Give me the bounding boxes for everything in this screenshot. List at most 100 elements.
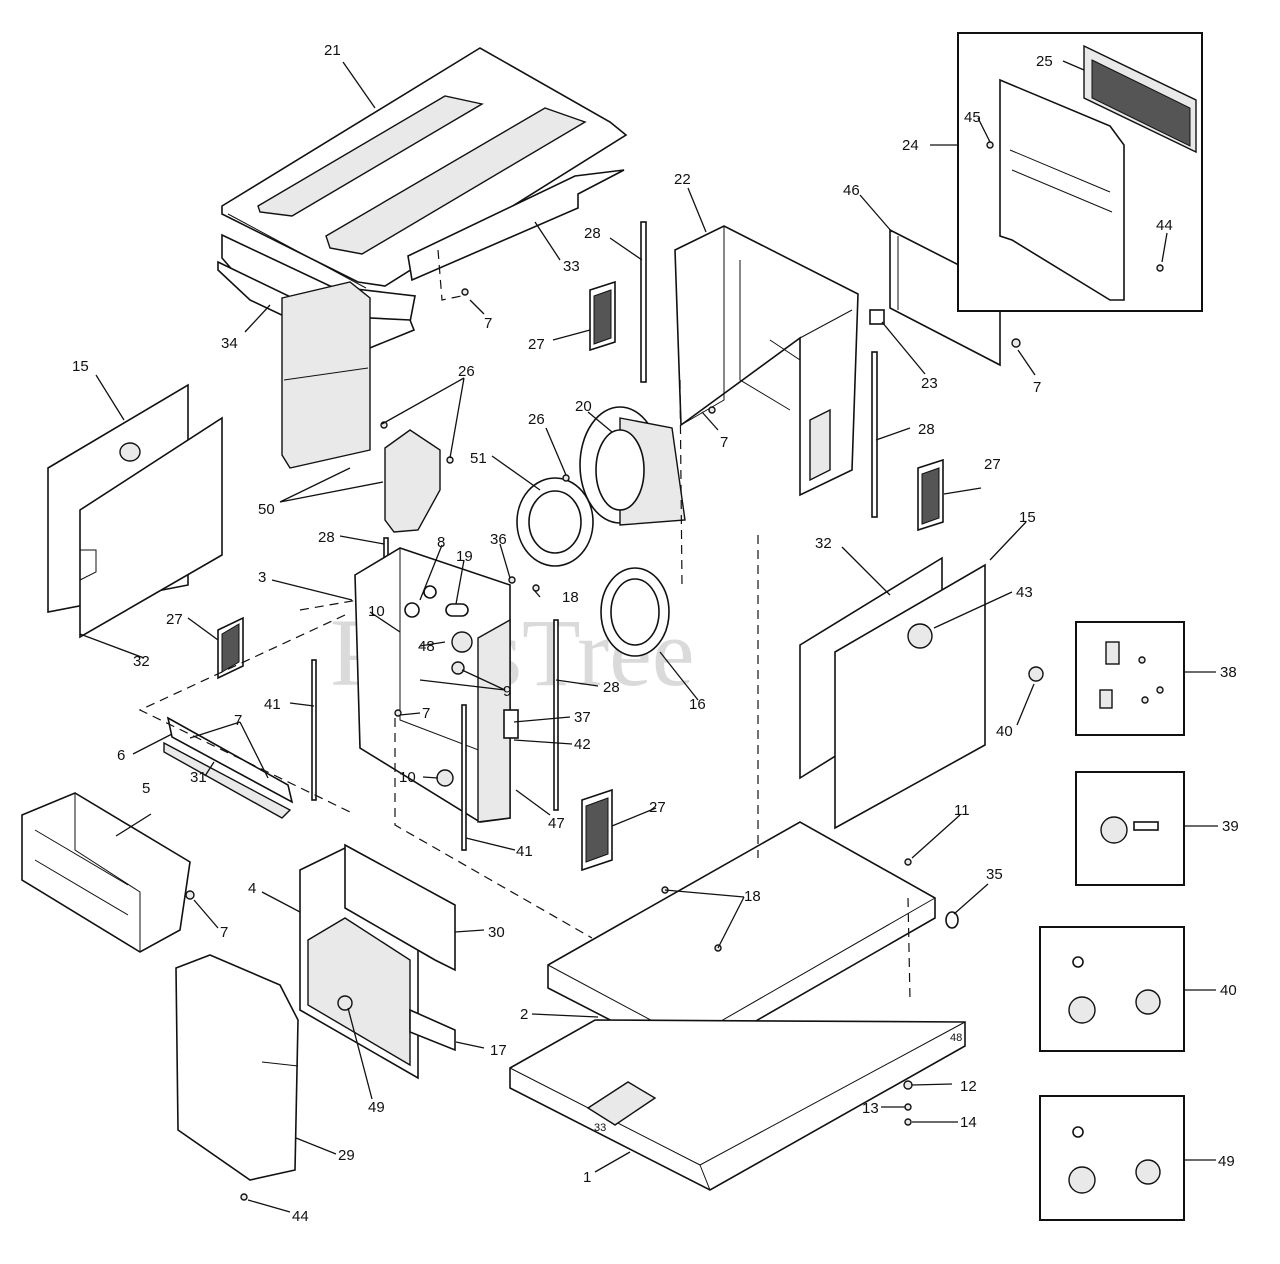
callout-23: 23 [921,375,938,392]
part-bracket-6 [163,716,294,819]
callout-49: 49 [1218,1153,1235,1170]
callout-41: 41 [264,696,281,713]
callout-38: 38 [1220,664,1237,681]
callout-34: 34 [221,335,238,352]
callout-labels: 21 34 33 7 22 28 27 46 23 7 24 25 45 44 … [72,42,1239,1225]
part-battery-box-5 [21,792,191,953]
callout-26: 26 [458,363,475,380]
callout-14: 14 [960,1114,977,1131]
callout-46: 46 [843,182,860,199]
callout-27: 27 [984,456,1001,473]
callout-41: 41 [516,843,533,860]
part-roof-21 [221,47,628,289]
callout-13: 13 [862,1100,879,1117]
kit-box-49 [1039,1095,1185,1221]
callout-32: 32 [133,653,150,670]
callout-7: 7 [1033,379,1041,396]
callout-29: 29 [338,1147,355,1164]
callout-32: 32 [815,535,832,552]
callout-40: 40 [996,723,1013,740]
callout-40: 40 [1220,982,1237,999]
callout-42: 42 [574,736,591,753]
callout-2: 2 [520,1006,528,1023]
callout-50: 50 [258,501,275,518]
callout-33: 33 [563,258,580,275]
callout-27: 27 [649,799,666,816]
callout-43: 43 [1016,584,1033,601]
hardware-kits [1039,621,1185,1221]
part-door-panel-right [799,556,1044,830]
callout-20: 20 [575,398,592,415]
kit-box-40 [1039,926,1185,1052]
callout-44: 44 [292,1208,309,1225]
callout-49: 49 [368,1099,385,1116]
part-strip-17 [409,1008,456,1052]
callout-48: 48 [418,638,435,655]
part-ring-51 [516,477,594,567]
callout-7: 7 [422,705,430,722]
part-plate-30 [344,843,456,972]
part-grilles-27 [217,280,944,872]
callout-10: 10 [368,603,385,620]
callout-7: 7 [720,434,728,451]
kit-box-38 [1075,621,1185,736]
callout-9: 9 [503,683,511,700]
callout-31: 31 [190,769,207,786]
callout-37: 37 [574,709,591,726]
callout-30: 30 [488,924,505,941]
fasteners [185,141,1164,1201]
part-strips-28 [383,221,878,811]
callout-10: 10 [399,769,416,786]
callout-27: 27 [528,336,545,353]
part-label-23 [869,309,885,325]
callout-4: 4 [248,880,256,897]
callout-15: 15 [72,358,89,375]
callout-19: 19 [456,548,473,565]
part-bracket-33 [407,169,625,301]
callout-26: 26 [528,411,545,428]
part-frame-22 [674,225,859,497]
assembly-lines [138,379,911,1001]
part-duct-50 [281,281,441,533]
callout-1: 1 [583,1169,591,1186]
callout-11: 11 [954,802,970,819]
base-mark-33: 33 [594,1122,606,1134]
callout-39: 39 [1222,818,1239,835]
callout-28: 28 [318,529,335,546]
callout-35: 35 [986,866,1003,883]
callout-27: 27 [166,611,183,628]
callout-18: 18 [744,888,761,905]
leader-lines [79,60,1218,1213]
part-bars-41 [311,659,467,851]
part-side-panel-left [47,383,223,639]
callout-7: 7 [234,712,242,729]
part-control-panel-3 [354,547,519,823]
callout-21: 21 [324,42,341,59]
inset-box-24 [957,32,1203,312]
callout-17: 17 [490,1042,507,1059]
callout-28: 28 [918,421,935,438]
kit-box-39 [1075,771,1185,886]
base-mark-48: 48 [950,1032,962,1044]
part-base-pan-1: 33 48 [509,1019,966,1191]
callout-28: 28 [584,225,601,242]
callout-45: 45 [964,109,981,126]
callout-16: 16 [689,696,706,713]
callout-22: 22 [674,171,691,188]
callout-7: 7 [484,315,492,332]
callout-25: 25 [1036,53,1053,70]
callout-44: 44 [1156,217,1173,234]
callout-15: 15 [1019,509,1036,526]
callout-5: 5 [142,780,150,797]
callout-24: 24 [902,137,919,154]
callout-51: 51 [470,450,487,467]
part-venturi-20 [579,406,686,526]
callout-8: 8 [437,534,445,551]
part-cover-29 [175,954,299,1181]
callout-6: 6 [117,747,125,764]
callout-18: 18 [562,589,579,606]
part-ring-16 [600,567,670,657]
callout-12: 12 [960,1078,977,1095]
callout-47: 47 [548,815,565,832]
